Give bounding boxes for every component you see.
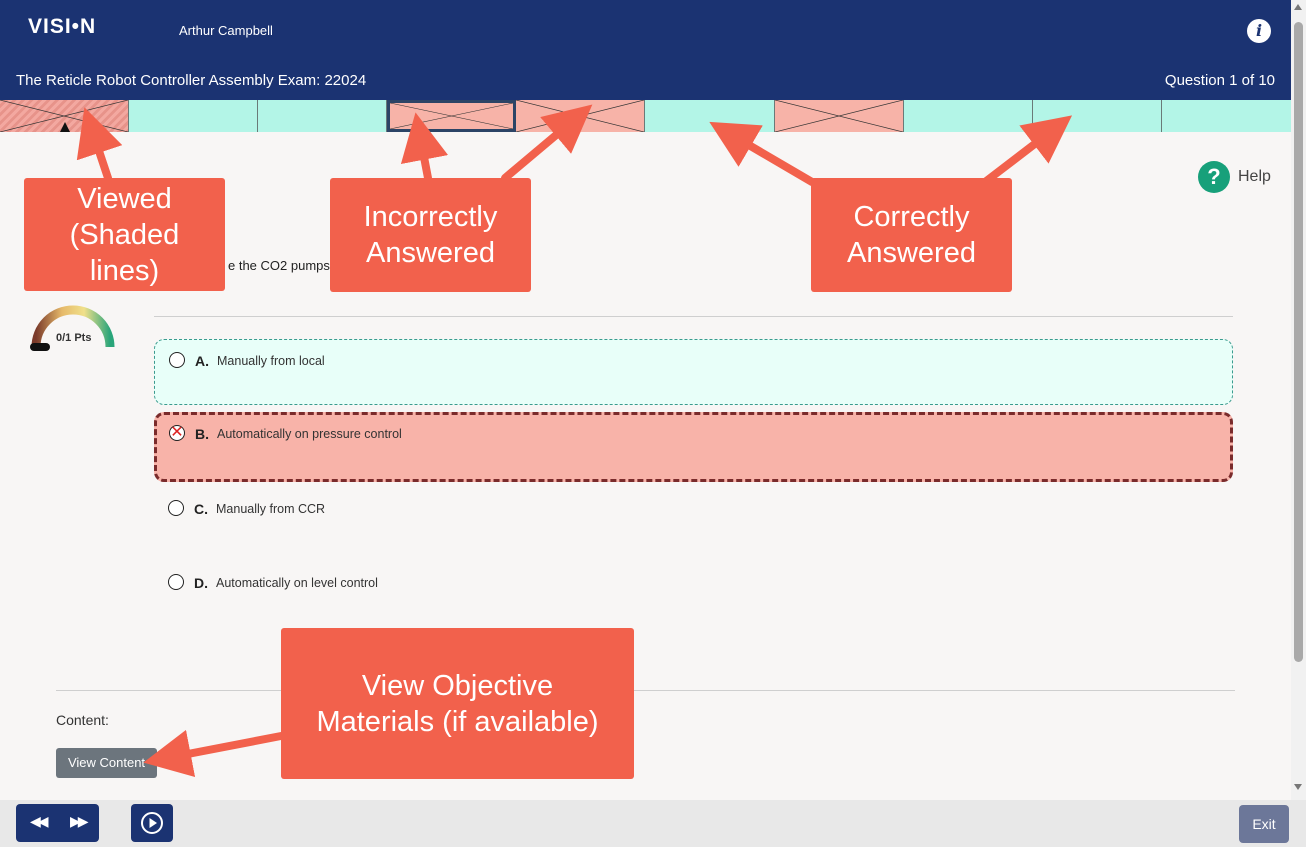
info-icon[interactable]: i xyxy=(1247,19,1271,43)
option-b[interactable]: ✕ B. Automatically on pressure control xyxy=(154,412,1233,482)
callout-viewed: Viewed (Shaded lines) xyxy=(24,178,225,291)
progress-segment-10[interactable] xyxy=(1161,100,1291,132)
option-d-text: Automatically on level control xyxy=(216,576,378,590)
exit-button[interactable]: Exit xyxy=(1239,805,1289,843)
option-d[interactable]: D. Automatically on level control xyxy=(154,562,1233,628)
radio-a[interactable] xyxy=(169,352,185,368)
score-label: 0/1 Pts xyxy=(56,332,92,344)
option-a[interactable]: A. Manually from local xyxy=(154,339,1233,405)
scroll-up-icon[interactable] xyxy=(1294,4,1302,10)
option-d-letter: D. xyxy=(194,575,208,591)
question-text: e the CO2 pumps c xyxy=(228,258,340,273)
score-gauge xyxy=(30,305,115,351)
callout-incorrect: Incorrectly Answered xyxy=(330,178,531,292)
content-divider xyxy=(56,690,1235,691)
user-name: Arthur Campbell xyxy=(179,23,273,38)
option-b-letter: B. xyxy=(195,426,209,442)
play-icon[interactable] xyxy=(140,811,164,835)
progress-segment-8[interactable] xyxy=(903,100,1033,132)
page-scrollbar[interactable] xyxy=(1291,0,1306,800)
help-label: Help xyxy=(1238,168,1271,185)
navigation-buttons[interactable]: ◀◀ ▶▶ xyxy=(16,804,99,842)
view-content-button[interactable]: View Content xyxy=(56,748,157,778)
progress-segment-7[interactable] xyxy=(774,100,904,132)
scroll-down-icon[interactable] xyxy=(1294,784,1302,790)
callout-materials: View Objective Materials (if available) xyxy=(281,628,634,779)
progress-segment-9[interactable] xyxy=(1032,100,1162,132)
option-c[interactable]: C. Manually from CCR xyxy=(154,488,1233,554)
question-divider xyxy=(154,316,1233,317)
footer-bar: ◀◀ ▶▶ Exit xyxy=(0,800,1306,847)
play-button[interactable] xyxy=(131,804,173,842)
help-icon[interactable]: ? xyxy=(1198,161,1230,193)
progress-segment-6[interactable] xyxy=(645,100,775,132)
scroll-thumb[interactable] xyxy=(1294,22,1303,662)
radio-c[interactable] xyxy=(168,500,184,516)
header-bar: VISI•N Arthur Campbell i The Reticle Rob… xyxy=(0,0,1306,100)
help-button[interactable]: ? Help xyxy=(1198,161,1271,193)
option-c-text: Manually from CCR xyxy=(216,502,326,516)
progress-segment-3[interactable] xyxy=(258,100,388,132)
fast-forward-icon[interactable]: ▶▶ xyxy=(70,813,88,829)
option-b-text: Automatically on pressure control xyxy=(217,427,402,441)
radio-b[interactable] xyxy=(169,425,185,441)
option-a-letter: A. xyxy=(195,353,209,369)
option-c-letter: C. xyxy=(194,501,208,517)
question-counter: Question 1 of 10 xyxy=(1164,72,1275,89)
progress-segment-5[interactable] xyxy=(516,100,646,132)
progress-segment-4[interactable] xyxy=(387,100,517,132)
radio-d[interactable] xyxy=(168,574,184,590)
exam-title: The Reticle Robot Controller Assembly Ex… xyxy=(16,72,367,89)
progress-segment-1[interactable] xyxy=(0,100,130,132)
rewind-icon[interactable]: ◀◀ xyxy=(30,813,48,829)
option-a-text: Manually from local xyxy=(217,354,325,368)
vision-logo: VISI•N xyxy=(28,15,97,38)
callout-correct: Correctly Answered xyxy=(811,178,1012,292)
incorrect-x-icon: ✕ xyxy=(170,424,184,441)
current-position-marker xyxy=(60,122,70,132)
question-progress-bar xyxy=(0,100,1291,132)
progress-segment-2[interactable] xyxy=(129,100,259,132)
content-label: Content: xyxy=(56,712,109,728)
